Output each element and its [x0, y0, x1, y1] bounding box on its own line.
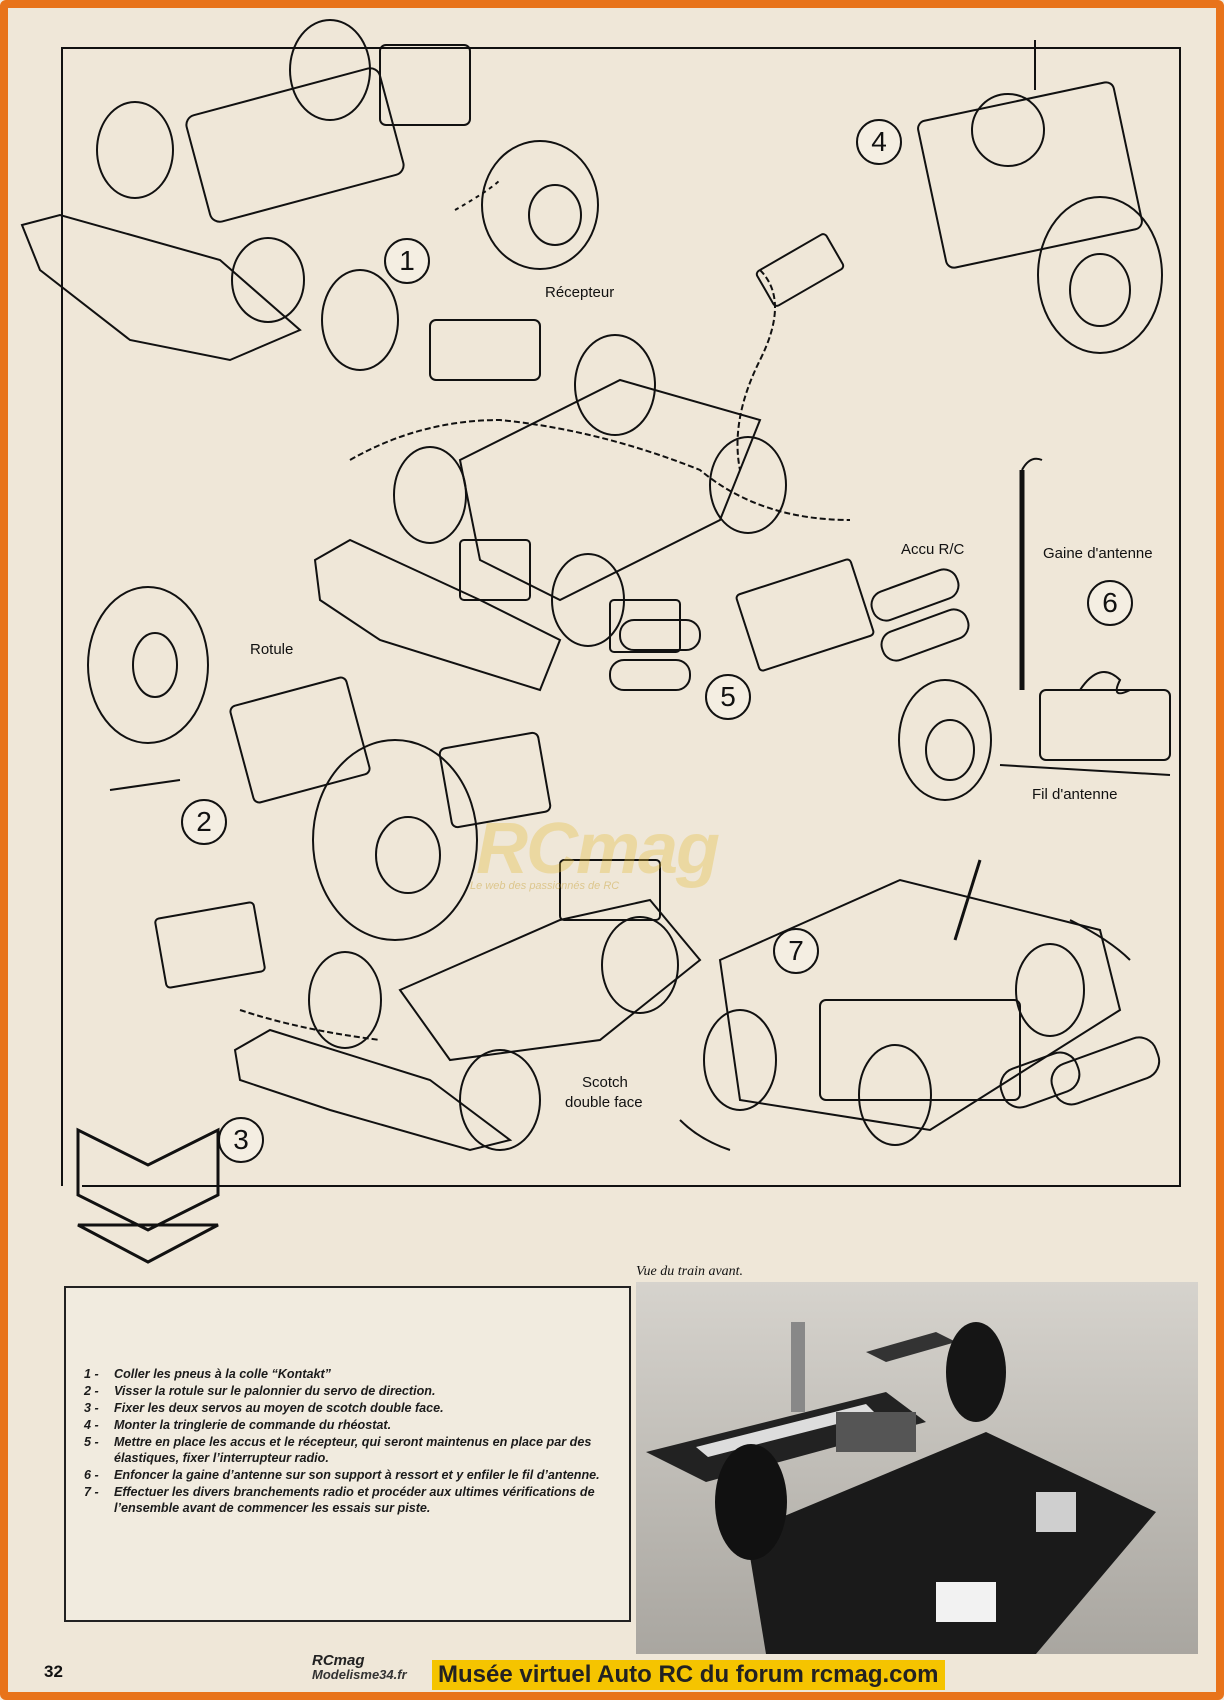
- step-number-7: 7: [773, 928, 819, 974]
- list-item: 6 -Enfoncer la gaine d’antenne sur son s…: [84, 1468, 600, 1482]
- list-item: 2 -Visser la rotule sur le palonnier du …: [84, 1384, 436, 1398]
- list-item: 1 -Coller les pneus à la colle “Kontakt”: [84, 1367, 331, 1381]
- label-rotule: Rotule: [250, 641, 294, 658]
- footer-logo-bottom: Modelisme34.fr: [312, 1667, 407, 1682]
- list-item: 5 -Mettre en place les accus et le récep…: [84, 1435, 592, 1465]
- front-axle-photo: [636, 1282, 1198, 1654]
- step-number-1: 1: [384, 238, 430, 284]
- label-accu: Accu R/C: [901, 541, 965, 558]
- photo-caption: Vue du train avant.: [636, 1264, 744, 1279]
- step-number-3: 3: [218, 1117, 264, 1163]
- footer-logo: RCmag Modelisme34.fr: [312, 1652, 432, 1692]
- footer-logo-top: RCmag: [312, 1652, 365, 1669]
- list-item: 7 -Effectuer les divers branchements rad…: [84, 1485, 595, 1515]
- label-double-face: double face: [565, 1094, 643, 1111]
- label-recepteur: Récepteur: [545, 284, 615, 301]
- step-number-2: 2: [181, 799, 227, 845]
- step-number-4: 4: [856, 119, 902, 165]
- list-item: 4 -Monter la tringlerie de commande du r…: [84, 1418, 392, 1432]
- label-fil: Fil d'antenne: [1032, 786, 1118, 803]
- list-item: 3 -Fixer les deux servos au moyen de sco…: [84, 1401, 444, 1415]
- page-number: 32: [44, 1662, 63, 1681]
- watermark-tagline: Le web des passionnés de RC: [470, 880, 620, 892]
- step-number-5: 5: [705, 674, 751, 720]
- label-gaine: Gaine d'antenne: [1043, 545, 1153, 562]
- footer-banner: Musée virtuel Auto RC du forum rcmag.com: [432, 1660, 945, 1690]
- step-number-6: 6: [1087, 580, 1133, 626]
- label-scotch: Scotch: [582, 1074, 628, 1091]
- watermark-logo: RCmag: [476, 809, 720, 889]
- instructions-box: 1 -Coller les pneus à la colle “Kontakt”…: [64, 1286, 631, 1622]
- instructions-list: 1 -Coller les pneus à la colle “Kontakt”…: [66, 1288, 629, 1516]
